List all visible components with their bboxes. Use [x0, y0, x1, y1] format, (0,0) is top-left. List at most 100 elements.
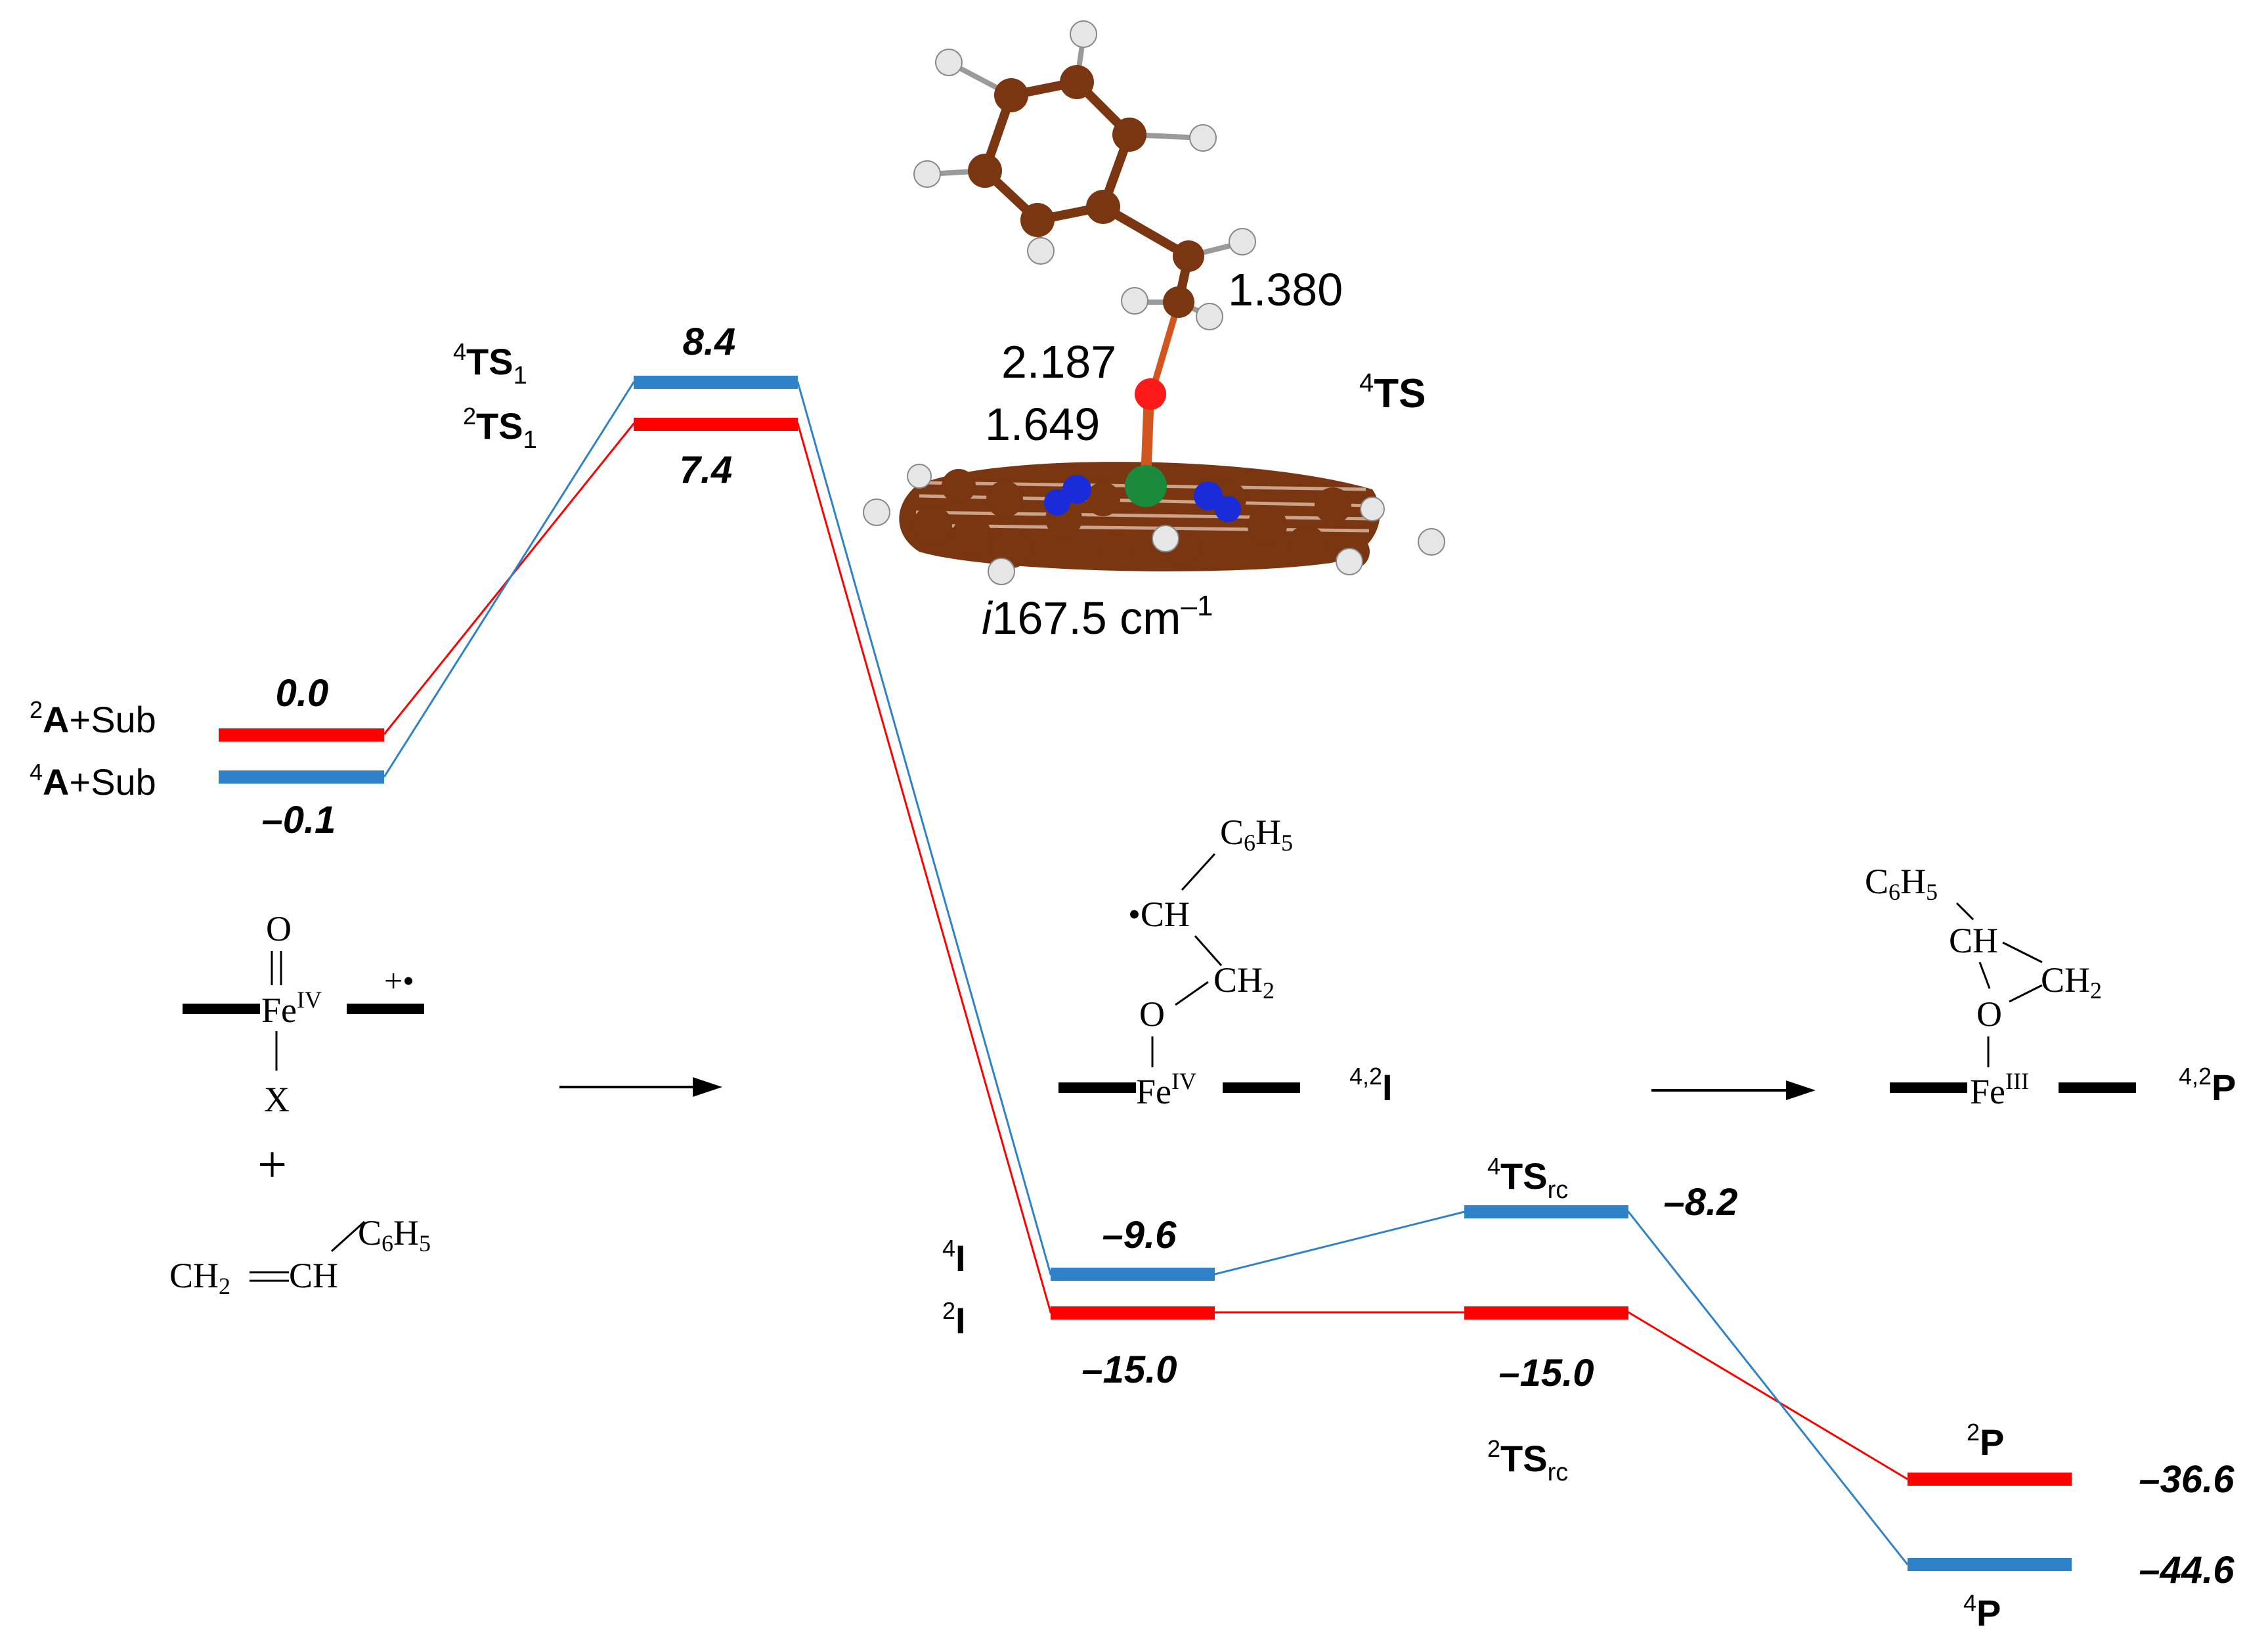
hydrogen-atom	[1196, 303, 1223, 330]
int-label: 4,2I	[1349, 1063, 1393, 1108]
int-c6h5: C6H5	[1220, 812, 1293, 856]
carbon-atom	[1315, 487, 1351, 524]
prod-porphyrin-right	[2059, 1082, 2136, 1093]
prod-bond-ch2-o	[2009, 984, 2043, 1003]
int-bond-ch-ch2	[1194, 935, 1223, 966]
prod-ch2: CH2	[2041, 960, 2102, 1004]
level-4TSrc	[1464, 1205, 1628, 1218]
hydrogen-atom	[1121, 287, 1148, 315]
label-2TSrc: 2TSrc	[1487, 1435, 1568, 1486]
level-2I	[1051, 1306, 1215, 1320]
hydrogen-atom	[1336, 548, 1363, 575]
hydrogen-atom	[907, 464, 932, 489]
prod-c6h5: C6H5	[1865, 862, 1938, 905]
carbon-atom	[1020, 203, 1055, 237]
carbon-atom	[1248, 506, 1287, 545]
value-4TS1: 8.4	[683, 321, 736, 363]
label-4P: 4P	[1963, 1589, 2001, 1633]
scheme-plus: +	[257, 1136, 287, 1194]
label-2A-sub: 2A+Sub	[30, 696, 156, 740]
doublet-connector	[383, 422, 1908, 1480]
scheme-porphyrin-left	[183, 1004, 260, 1014]
carbon-atom	[1098, 533, 1135, 570]
hydrogen-atom	[935, 49, 963, 76]
label-4I: 4I	[942, 1235, 966, 1279]
carbon-atom	[1173, 240, 1204, 272]
carbon-atom	[994, 78, 1028, 112]
energy-levels	[219, 376, 2072, 1571]
product-scheme: C6H5 CH CH2 O FeIII 4,2P	[1865, 862, 2236, 1111]
value-4P: –44.6	[2139, 1549, 2235, 1591]
distance-feo: 1.649	[985, 399, 1100, 450]
hydrogen-atom	[988, 558, 1015, 585]
hydrogen-atom	[1360, 497, 1385, 522]
value-4TSrc: –8.2	[1664, 1181, 1738, 1224]
carbon-atom	[1287, 525, 1326, 565]
prod-porphyrin-left	[1890, 1082, 1967, 1093]
carbon-atom	[1060, 65, 1094, 99]
hydrogen-atom	[1152, 525, 1179, 552]
level-4P	[1908, 1558, 2072, 1571]
imaginary-frequency: i167.5 cm–1	[982, 590, 1213, 644]
level-2P	[1908, 1473, 2072, 1486]
carbon-atom	[968, 154, 1002, 188]
carbon-atom	[1163, 286, 1194, 318]
int-o: O	[1139, 994, 1165, 1034]
scheme-x: X	[264, 1080, 290, 1119]
carbon-atom	[952, 516, 992, 555]
hydrogen-atom	[1418, 528, 1445, 556]
scheme-radical-cation: +•	[384, 962, 414, 999]
level-2A	[219, 728, 384, 742]
carbon-atom	[1086, 190, 1120, 224]
level-4TS1	[634, 376, 798, 389]
hydrogen-atom	[1229, 228, 1256, 255]
label-2P: 2P	[1967, 1419, 2004, 1463]
oxygen-atom	[1135, 378, 1166, 410]
value-4I: –9.6	[1102, 1214, 1177, 1256]
hydrogen-atom	[1027, 237, 1055, 265]
prod-bond-ch-ch2	[2002, 941, 2043, 964]
int-radical-ch: •CH	[1128, 895, 1190, 934]
scheme-styrene-ch2: CH2	[169, 1256, 230, 1299]
carbon-atom	[1112, 118, 1146, 152]
energy-values: 0.0 –0.1 8.4 7.4 –9.6 –15.0 –8.2 –15.0 –…	[262, 321, 2235, 1591]
reaction-arrows	[559, 1077, 1816, 1100]
nitrogen-atom	[1215, 496, 1241, 522]
scheme-styrene-ch: CH	[289, 1256, 338, 1295]
carbon-atom	[913, 506, 952, 545]
prod-ch: CH	[1949, 921, 1998, 960]
iron-atom	[1125, 465, 1167, 507]
scheme-porphyrin-right	[347, 1004, 424, 1014]
nitrogen-atom	[1044, 489, 1070, 516]
intermediate-scheme: C6H5 •CH CH2 O FeIV 4,2I	[1058, 812, 1393, 1111]
carbon-atom	[942, 469, 976, 503]
scheme-styrene-c6h5: C6H5	[358, 1213, 431, 1256]
hydrogen-atom	[1189, 124, 1217, 152]
value-4A: –0.1	[262, 799, 336, 841]
label-2I: 2I	[942, 1297, 966, 1341]
value-2A: 0.0	[276, 672, 329, 715]
int-bond-ch-phenyl	[1181, 853, 1216, 891]
reactant-scheme: O FeIV +• X + CH2 CH C6H5	[169, 909, 431, 1299]
nitrogen-atom	[1194, 481, 1223, 510]
species-labels: 2A+Sub 4A+Sub 4TS1 2TS1 4I 2I 4TSrc 2TSr…	[30, 338, 2004, 1633]
hydrogen-atom	[863, 499, 890, 526]
label-4TS1: 4TS1	[453, 338, 527, 389]
int-ch2: CH2	[1213, 960, 1275, 1004]
prod-o: O	[1976, 994, 2002, 1034]
int-bond-ch2-o	[1175, 981, 1209, 1006]
prod-bond-phenyl-ch	[1955, 902, 1974, 921]
value-2I: –15.0	[1081, 1348, 1177, 1391]
prod-fe: FeIII	[1970, 1068, 2029, 1111]
arrow-2-head	[1786, 1080, 1816, 1100]
int-porphyrin-right	[1223, 1082, 1300, 1093]
label-4TSrc: 4TSrc	[1487, 1153, 1568, 1204]
label-4A-sub: 4A+Sub	[30, 759, 156, 803]
scheme-oxo-o: O	[266, 909, 292, 948]
ts-structure-label: 4TS	[1359, 368, 1426, 416]
scheme-fe: FeIV	[261, 987, 322, 1030]
int-porphyrin-left	[1058, 1082, 1136, 1093]
hydrogen-atom	[1070, 20, 1097, 48]
arrow-1-head	[693, 1077, 722, 1097]
